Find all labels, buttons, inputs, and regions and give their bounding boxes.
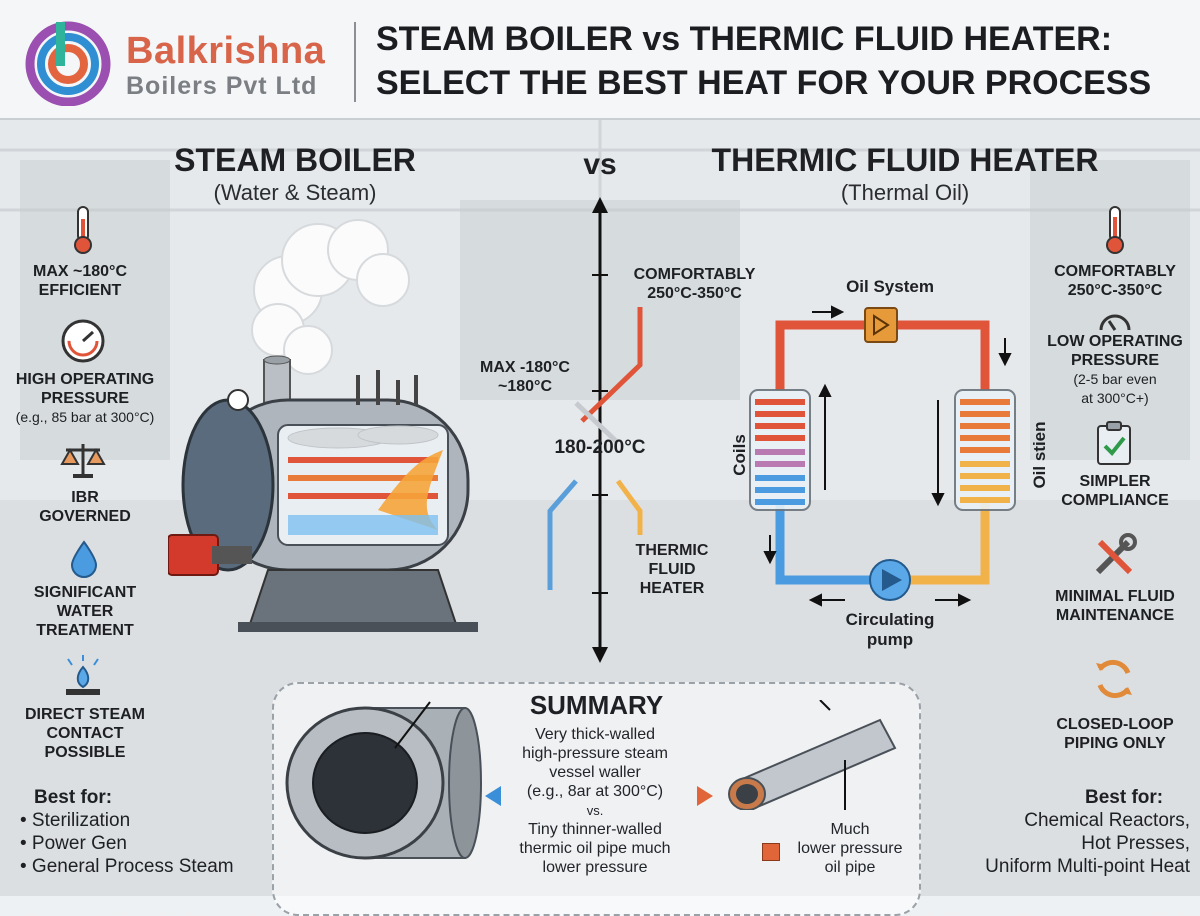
steam-boiler-subtitle: (Water & Steam) [213, 180, 377, 205]
right-pointer-icon [697, 786, 713, 806]
coils-label: Coils [730, 434, 749, 476]
balkrishna-logo-icon [25, 21, 111, 106]
left-best-for-item: • Sterilization [20, 810, 131, 831]
recycle-icon [1096, 659, 1132, 699]
temperature-axis-arrow [547, 197, 643, 663]
tools-icon [1095, 533, 1137, 575]
right-best-for-item: Chemical Reactors, [1024, 810, 1190, 831]
pressure-gauge-icon [61, 319, 105, 363]
water-drop-icon [70, 540, 98, 578]
left-pointer-icon [485, 786, 501, 806]
thermometer-icon [1106, 206, 1124, 254]
right-best-for-item: Hot Presses, [1081, 833, 1190, 854]
scales-icon [60, 444, 106, 478]
clipboard-check-icon [1097, 421, 1131, 465]
oil-pipe-legend-swatch [762, 843, 780, 861]
right-best-for-item: Uniform Multi-point Heat [985, 856, 1190, 877]
thermic-heater-title: THERMIC FLUID HEATER [711, 142, 1099, 178]
left-best-for-item: • General Process Steam [20, 856, 234, 877]
axis-mid-label: MAX -180°C~180°C [480, 359, 570, 395]
thin-oil-pipe [728, 700, 897, 810]
left-best-for-label: Best for: [34, 787, 113, 808]
pressure-gauge-icon [1099, 314, 1131, 331]
page-title-line1: STEAM BOILER vs THERMIC FLUID HEATER: [376, 20, 1113, 58]
thermometer-icon [74, 206, 92, 254]
thermic-oil-loop-diagram [749, 305, 1016, 607]
thermic-heater-subtitle: (Thermal Oil) [840, 180, 970, 205]
vs-label: vs [583, 148, 617, 181]
page-title-line2: SELECT THE BEST HEAT FOR YOUR PROCESS [376, 64, 1152, 102]
brand-name: Balkrishna [126, 30, 326, 72]
steam-burner-icon [66, 655, 100, 695]
steam-boiler-title: STEAM BOILER [174, 142, 416, 178]
header-divider [354, 22, 356, 102]
right-best-for-label: Best for: [1085, 787, 1164, 808]
header: Balkrishna Boilers Pvt Ltd STEAM BOILER … [0, 0, 1200, 120]
axis-center-label: 180-200°C [554, 437, 646, 458]
brand-subname: Boilers Pvt Ltd [126, 72, 318, 100]
oil-system-label: Oil System [846, 277, 934, 296]
steam-boiler-illustration [168, 219, 478, 632]
left-best-for-item: • Power Gen [20, 833, 127, 854]
summary-title: SUMMARY [529, 690, 664, 720]
thick-steam-vessel-pipe [285, 701, 482, 860]
